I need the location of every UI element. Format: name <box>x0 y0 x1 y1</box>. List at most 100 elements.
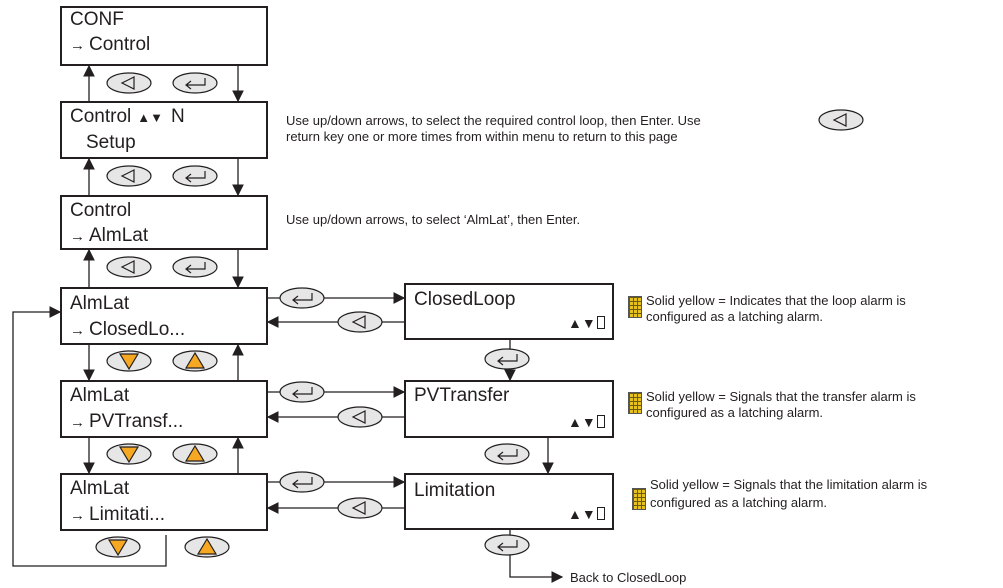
enter-button[interactable] <box>279 287 325 309</box>
back-arrow-icon <box>351 501 366 515</box>
enter-button[interactable] <box>172 256 218 278</box>
screen-line-2: →ClosedLo... <box>70 320 185 341</box>
right-arrow-icon: → <box>70 37 85 54</box>
screen-title: Limitation <box>414 480 496 501</box>
screen-line-2: →Control <box>70 35 150 56</box>
enter-arrow-icon <box>185 262 206 274</box>
screen-title: ClosedLoop <box>414 289 516 310</box>
screen-line-1: Control ▲▼ N <box>70 107 185 128</box>
back-button-reference <box>818 109 864 131</box>
screen-line-1: Control <box>70 200 132 221</box>
screen-line-2: →AlmLat <box>70 226 148 247</box>
screen-title: Control <box>70 106 132 127</box>
note-closedloop-line-2: configured as a latching alarm. <box>646 309 824 324</box>
screen-almlat-limitati: AlmLat →Limitati... <box>60 473 268 531</box>
right-arrow-icon: → <box>70 322 85 339</box>
screen-line-1: CONF <box>70 9 124 30</box>
note-pvtransfer-line-2: configured as a latching alarm. <box>646 405 824 420</box>
up-button[interactable] <box>172 443 218 465</box>
loop-back-arrow <box>12 306 167 567</box>
back-button[interactable] <box>106 165 152 187</box>
back-arrow-icon <box>832 113 847 127</box>
alarm-latch-indicator <box>597 415 605 428</box>
menu-item-label: ClosedLo... <box>89 319 186 340</box>
enter-button[interactable] <box>279 381 325 403</box>
yellow-latch-icon <box>628 296 642 318</box>
note-almlat-select: Use up/down arrows, to select ‘AlmLat’, … <box>286 212 581 227</box>
screen-pvtransfer: PVTransfer ▲▼ <box>404 380 614 438</box>
back-arrow-icon <box>120 76 135 90</box>
back-button[interactable] <box>106 72 152 94</box>
menu-item-label: AlmLat <box>89 225 149 246</box>
right-arrow-icon: → <box>70 507 85 524</box>
enter-button[interactable] <box>484 348 530 370</box>
enter-arrow-icon <box>497 354 518 366</box>
screen-almlat-pvtransf: AlmLat →PVTransf... <box>60 380 268 438</box>
down-triangle-icon <box>118 446 140 464</box>
back-button[interactable] <box>337 406 383 428</box>
enter-button[interactable] <box>172 72 218 94</box>
up-button[interactable] <box>184 536 230 558</box>
enter-arrow-icon <box>185 78 206 90</box>
back-arrow-icon <box>120 260 135 274</box>
back-arrow-icon <box>351 315 366 329</box>
right-arrow-icon: → <box>70 414 85 431</box>
enter-arrow-icon <box>292 387 313 399</box>
down-triangle-icon <box>118 353 140 371</box>
yellow-latch-icon <box>628 392 642 414</box>
enter-arrow-icon <box>292 477 313 489</box>
down-triangle-icon <box>107 539 129 557</box>
screen-line-2: →PVTransf... <box>70 412 183 433</box>
screen-line-2: Setup <box>86 132 136 153</box>
down-button[interactable] <box>106 350 152 372</box>
menu-item-label: Control <box>89 34 151 55</box>
back-button[interactable] <box>337 311 383 333</box>
back-arrow-icon <box>351 410 366 424</box>
enter-arrow-icon <box>185 171 206 183</box>
note-closedloop-line-1: Solid yellow = Indicates that the loop a… <box>646 293 906 308</box>
note-control-setup-line-2: return key one or more times from within… <box>286 129 678 144</box>
enter-button[interactable] <box>172 165 218 187</box>
screen-control-setup: Control ▲▼ N Setup <box>60 101 268 159</box>
back-button[interactable] <box>106 256 152 278</box>
down-button[interactable] <box>106 443 152 465</box>
loop-number: N <box>170 106 185 127</box>
up-down-icon: ▲▼ <box>137 110 163 125</box>
up-triangle-icon <box>184 444 206 462</box>
note-limitation-line-1: Solid yellow = Signals that the limitati… <box>650 477 928 492</box>
yellow-latch-icon <box>632 488 646 510</box>
up-down-icon: ▲▼ <box>568 506 596 522</box>
screen-line-1: AlmLat <box>70 293 130 314</box>
screen-control-almlat: Control →AlmLat <box>60 195 268 250</box>
up-triangle-icon <box>196 537 218 555</box>
up-down-icon: ▲▼ <box>568 315 596 331</box>
up-triangle-icon <box>184 351 206 369</box>
note-pvtransfer-line-1: Solid yellow = Signals that the transfer… <box>646 389 916 404</box>
menu-item-label: PVTransf... <box>89 411 184 432</box>
screen-conf: CONF →Control <box>60 6 268 66</box>
enter-button[interactable] <box>484 534 530 556</box>
enter-button[interactable] <box>279 471 325 493</box>
screen-almlat-closedlo: AlmLat →ClosedLo... <box>60 287 268 345</box>
up-button[interactable] <box>172 350 218 372</box>
alarm-latch-indicator <box>597 316 605 329</box>
menu-item-label: Limitati... <box>89 504 166 525</box>
note-back-to-closedloop: Back to ClosedLoop <box>570 570 687 585</box>
note-control-setup-line-1: Use up/down arrows, to select the requir… <box>286 113 701 128</box>
screen-title: PVTransfer <box>414 385 510 406</box>
screen-closedloop: ClosedLoop ▲▼ <box>404 283 614 340</box>
down-button[interactable] <box>95 536 141 558</box>
screen-line-2: →Limitati... <box>70 505 165 526</box>
up-down-icon: ▲▼ <box>568 414 596 430</box>
screen-limitation: Limitation ▲▼ <box>404 473 614 530</box>
enter-arrow-icon <box>497 540 518 552</box>
right-arrow-icon: → <box>70 228 85 245</box>
enter-arrow-icon <box>292 293 313 305</box>
back-button[interactable] <box>337 497 383 519</box>
enter-button[interactable] <box>484 443 530 465</box>
note-limitation-line-2: configured as a latching alarm. <box>650 495 828 510</box>
alarm-latch-indicator <box>597 507 605 520</box>
enter-arrow-icon <box>497 449 518 461</box>
screen-line-1: AlmLat <box>70 478 130 499</box>
